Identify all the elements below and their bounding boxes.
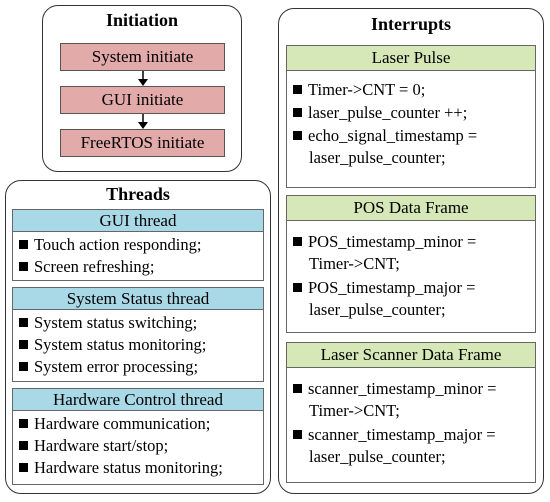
hardware-control-thread: Hardware Control thread Hardware communi…: [12, 388, 264, 485]
hardware-control-line: Hardware communication;: [19, 414, 210, 434]
laser-scanner-line-cont: Timer->CNT;: [309, 401, 400, 420]
square-bullet-icon: [293, 131, 302, 140]
square-bullet-icon: [19, 240, 28, 249]
pos-data-frame-line: POS_timestamp_minor =: [293, 232, 476, 252]
threads-title: Threads: [106, 184, 170, 204]
square-bullet-icon: [19, 318, 28, 327]
laser-pulse-title: Laser Pulse: [287, 46, 535, 71]
interrupts-title: Interrupts: [371, 14, 451, 34]
init-step-freertos: FreeRTOS initiate: [60, 129, 225, 157]
square-bullet-icon: [293, 108, 302, 117]
initiation-title: Initiation: [105, 10, 179, 30]
pos-data-frame-line-cont: laser_pulse_counter;: [309, 300, 446, 319]
square-bullet-icon: [293, 283, 302, 292]
pos-data-frame-title: POS Data Frame: [287, 196, 535, 221]
gui-thread-line: Screen refreshing;: [19, 257, 155, 277]
hardware-control-line: Hardware status monitoring;: [19, 458, 223, 478]
interrupts-panel: Interrupts Laser Pulse Timer->CNT = 0; l…: [278, 8, 544, 494]
square-bullet-icon: [19, 340, 28, 349]
pos-data-frame-line: POS_timestamp_major =: [293, 278, 475, 298]
laser-scanner-line-cont: laser_pulse_counter;: [309, 447, 446, 466]
laser-pulse-line-cont: laser_pulse_counter;: [309, 148, 446, 167]
init-step-gui: GUI initiate: [60, 86, 225, 114]
square-bullet-icon: [293, 384, 302, 393]
system-status-line: System error processing;: [19, 357, 198, 377]
laser-scanner-line: scanner_timestamp_major =: [293, 425, 496, 445]
gui-thread-line: Touch action responding;: [19, 235, 201, 255]
square-bullet-icon: [19, 463, 28, 472]
laser-scanner-data-frame-interrupt: Laser Scanner Data Frame scanner_timesta…: [286, 342, 536, 483]
square-bullet-icon: [19, 362, 28, 371]
laser-scanner-line: scanner_timestamp_minor =: [293, 379, 496, 399]
square-bullet-icon: [19, 262, 28, 271]
pos-data-frame-line-cont: Timer->CNT;: [309, 254, 400, 273]
square-bullet-icon: [293, 85, 302, 94]
square-bullet-icon: [19, 441, 28, 450]
system-status-line: System status switching;: [19, 313, 197, 333]
init-step-system: System initiate: [60, 43, 225, 71]
laser-scanner-data-frame-title: Laser Scanner Data Frame: [287, 343, 535, 368]
square-bullet-icon: [293, 237, 302, 246]
laser-pulse-line: laser_pulse_counter ++;: [293, 103, 467, 123]
hardware-control-line: Hardware start/stop;: [19, 436, 168, 456]
system-status-thread-title: System Status thread: [13, 288, 263, 310]
laser-pulse-line: Timer->CNT = 0;: [293, 80, 425, 100]
system-status-line: System status monitoring;: [19, 335, 206, 355]
pos-data-frame-interrupt: POS Data Frame POS_timestamp_minor = Tim…: [286, 195, 536, 333]
square-bullet-icon: [19, 419, 28, 428]
hardware-control-thread-title: Hardware Control thread: [13, 389, 263, 411]
threads-panel: Threads GUI thread Touch action respondi…: [5, 180, 271, 494]
square-bullet-icon: [293, 430, 302, 439]
laser-pulse-line: echo_signal_timestamp =: [293, 126, 477, 146]
gui-thread: GUI thread Touch action responding; Scre…: [12, 209, 264, 281]
arrow-down-icon: [138, 114, 148, 129]
arrow-down-icon: [138, 71, 148, 86]
gui-thread-title: GUI thread: [13, 210, 263, 232]
laser-pulse-interrupt: Laser Pulse Timer->CNT = 0; laser_pulse_…: [286, 45, 536, 188]
initiation-panel: Initiation System initiate GUI initiate …: [42, 5, 242, 172]
system-status-thread: System Status thread System status switc…: [12, 287, 264, 382]
